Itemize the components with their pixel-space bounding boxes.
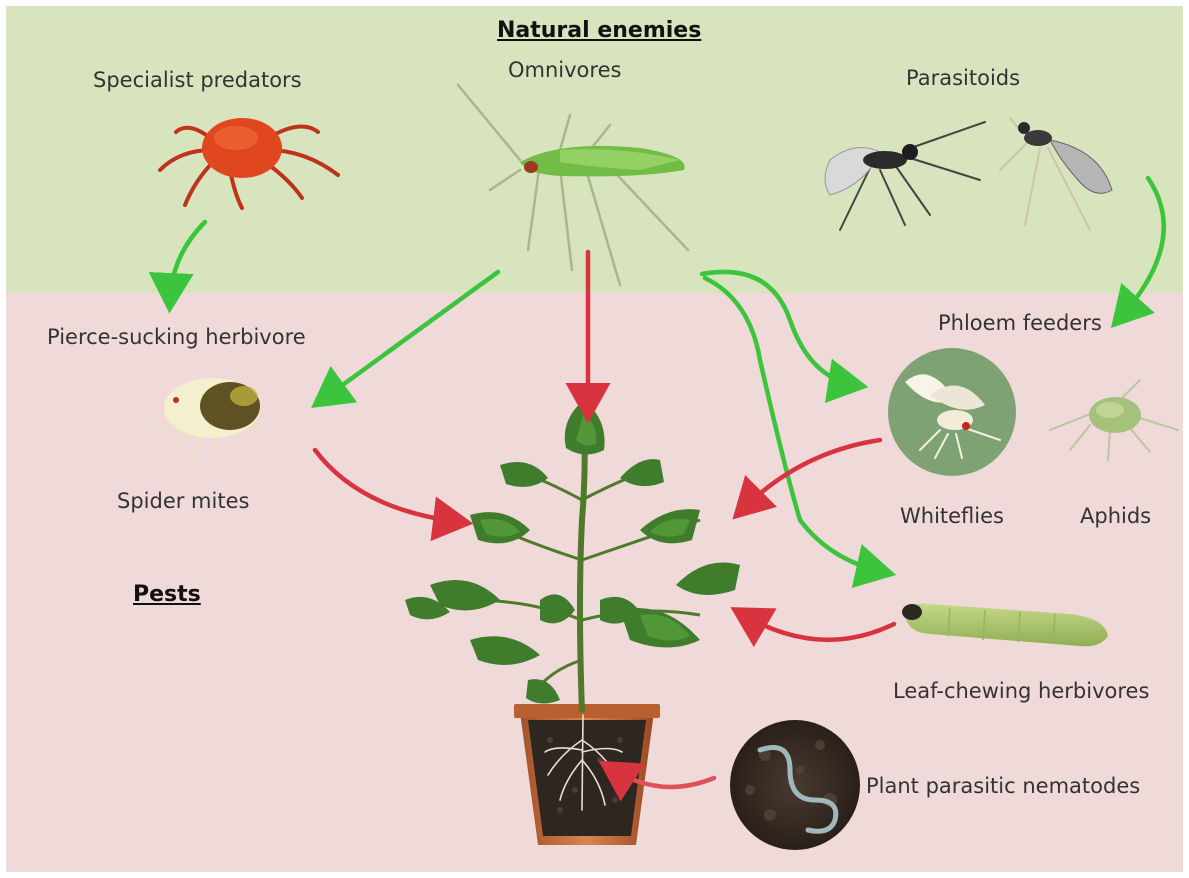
tomato-plant-icon	[405, 400, 740, 712]
phloem-feeders-label: Phloem feeders	[938, 313, 1102, 334]
caterpillar-icon	[902, 604, 1108, 647]
natural-enemies-heading: Natural enemies	[497, 20, 701, 42]
nematode-icon	[730, 720, 860, 850]
whitefly-icon	[888, 348, 1016, 476]
arrow-whiteflies-to-plant	[742, 440, 880, 510]
parasitoid-wasp-icon	[825, 118, 1112, 230]
arrow-parasitoid-to-phloem	[1120, 178, 1164, 318]
plant-pot	[514, 704, 660, 845]
pierce-sucking-label: Pierce-sucking herbivore	[47, 327, 306, 348]
arrow-omnivore-to-spider-mites	[322, 272, 498, 400]
arrow-predator-to-pierce-sucking	[170, 222, 205, 300]
nematodes-label: Plant parasitic nematodes	[866, 776, 1140, 797]
leaf-chewing-label: Leaf-chewing herbivores	[893, 681, 1149, 702]
spider-mites-label: Spider mites	[117, 491, 249, 512]
aphids-label: Aphids	[1080, 506, 1151, 527]
whiteflies-label: Whiteflies	[900, 506, 1004, 527]
parasitoids-label: Parasitoids	[906, 68, 1020, 89]
omnivores-label: Omnivores	[508, 60, 621, 81]
predatory-mite-icon	[160, 118, 338, 208]
specialist-predators-label: Specialist predators	[93, 70, 302, 91]
arrow-omnivore-to-caterpillar	[705, 278, 883, 572]
aphid-icon	[1050, 380, 1178, 460]
positive-arrows	[170, 178, 1164, 572]
spider-mite-icon	[155, 378, 262, 458]
pests-heading: Pests	[133, 584, 201, 606]
arrow-spider-mites-to-plant	[315, 450, 460, 522]
omnivore-bug-icon	[458, 85, 688, 285]
arrow-caterpillar-to-plant	[742, 614, 894, 640]
